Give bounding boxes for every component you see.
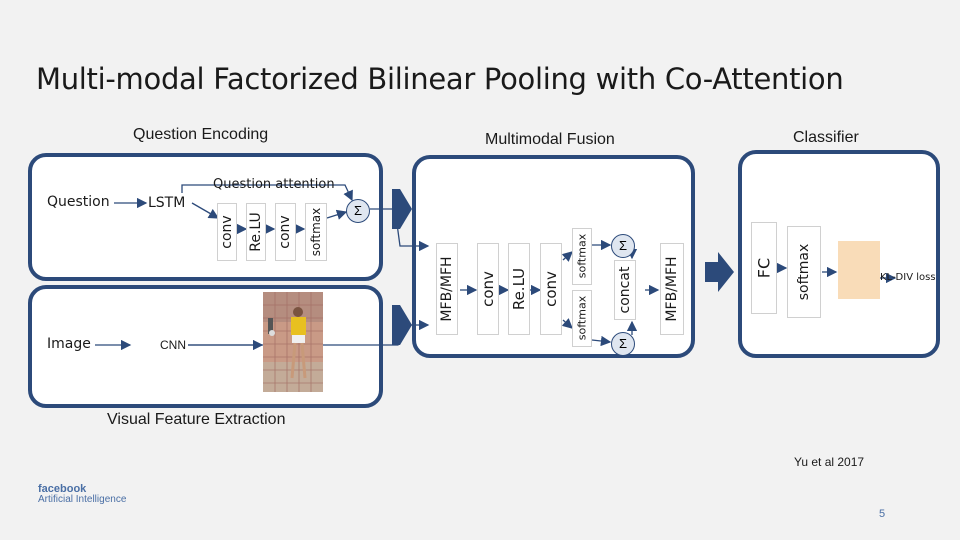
mfb2-label: MFB/MFH (664, 256, 680, 322)
question-input-label: Question (47, 194, 110, 210)
qa-conv2-block (275, 203, 296, 261)
block-arrow-classifier (705, 252, 734, 292)
block-arrow-image (392, 305, 412, 345)
visual-feature-panel (28, 285, 383, 408)
softmax-bottom-block (572, 290, 592, 347)
fusion-sum-bottom-node: Σ (611, 332, 635, 356)
kl-loss-box (838, 241, 880, 299)
citation: Yu et al 2017 (794, 455, 865, 469)
block-arrow-question (392, 189, 412, 229)
softmax-bottom-label: softmax (575, 295, 589, 341)
qa-softmax-block (305, 203, 327, 261)
section-visual-feature-extraction: Visual Feature Extraction (107, 411, 286, 428)
fus-relu-label: Re.LU (510, 267, 528, 311)
cls-softmax-label: softmax (796, 243, 812, 301)
softmax-top-block (572, 228, 592, 285)
section-question-encoding: Question Encoding (133, 126, 269, 143)
lstm-label: LSTM (148, 195, 186, 211)
fc-label: FC (754, 257, 774, 279)
cls-softmax-block (787, 226, 821, 318)
section-classifier: Classifier (793, 129, 859, 146)
mfb1-block (436, 243, 458, 335)
fus-conv2-label: conv (542, 271, 560, 307)
fus-conv1-label: conv (479, 271, 497, 307)
page-number: 5 (879, 508, 886, 520)
qa-relu-block (246, 203, 266, 261)
image-input-label: Image (47, 336, 91, 352)
page-title: Multi-modal Factorized Bilinear Pooling … (36, 62, 844, 96)
fus-conv2-block (540, 243, 562, 335)
mfb1-label: MFB/MFH (439, 256, 455, 322)
fus-relu-block (508, 243, 530, 335)
qa-conv1-block (217, 203, 237, 261)
concat-label: concat (617, 266, 633, 314)
qa-sum-node: Σ (346, 199, 370, 223)
brand-name: facebook (38, 483, 87, 495)
question-attention-label: Question attention (213, 177, 335, 192)
section-multimodal-fusion: Multimodal Fusion (485, 131, 615, 148)
cnn-label: CNN (160, 338, 186, 352)
fc-block (751, 222, 777, 314)
concat-block (614, 260, 636, 320)
kl-loss-label: KL-DIV loss (880, 272, 936, 283)
fusion-sum-top-node: Σ (611, 234, 635, 258)
mfb2-block (660, 243, 684, 335)
fus-conv1-block (477, 243, 499, 335)
softmax-top-label: softmax (575, 233, 589, 279)
brand-subtitle: Artificial Intelligence (38, 494, 127, 505)
